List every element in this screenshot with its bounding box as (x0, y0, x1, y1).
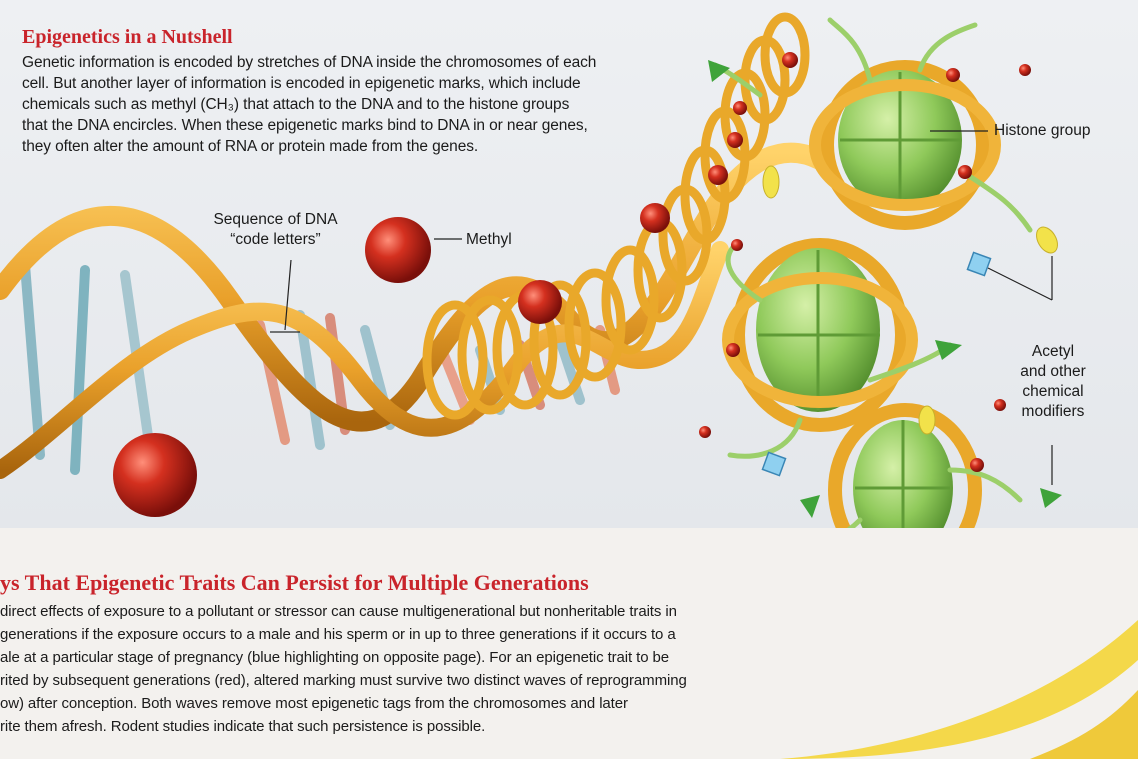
label-acetyl: Acetyl and other chemical modifiers (1008, 342, 1098, 422)
intro-line: chemicals such as methyl (CH₃) that atta… (22, 94, 642, 115)
methyl-ball (727, 132, 743, 148)
bottom-line: ow) after conception. Both waves remove … (0, 692, 770, 715)
methyl-ball (782, 52, 798, 68)
intro-paragraph: Genetic information is encoded by stretc… (22, 52, 642, 157)
methyl-ball (958, 165, 972, 179)
methyl-ball (733, 101, 747, 115)
label-methyl: Methyl (466, 230, 512, 250)
methyl-ball (970, 458, 984, 472)
methyl-ball (731, 239, 743, 251)
methyl-ball (640, 203, 670, 233)
methyl-ball (708, 165, 728, 185)
bottom-line: rited by subsequent generations (red), a… (0, 669, 770, 692)
illustration-panel: Epigenetics in a Nutshell Genetic inform… (0, 0, 1138, 528)
histone-group-middle (728, 245, 912, 425)
acetyl-ellipse (919, 406, 935, 434)
bottom-line: generations if the exposure occurs to a … (0, 623, 770, 646)
section-title: Epigenetics in a Nutshell (22, 26, 233, 49)
bottom-paragraph: direct effects of exposure to a pollutan… (0, 600, 770, 738)
modifier-cube (762, 452, 785, 475)
acetyl-ellipse (1032, 223, 1062, 256)
methyl-ball (994, 399, 1006, 411)
methyl-ball (726, 343, 740, 357)
bottom-line: ale at a particular stage of pregnancy (… (0, 646, 770, 669)
intro-line: they often alter the amount of RNA or pr… (22, 136, 642, 157)
methyl-ball (518, 280, 562, 324)
modifier-triangle (935, 340, 962, 360)
decorative-swoosh (780, 600, 1138, 759)
methyl-ball (113, 433, 197, 517)
methyl-ball (946, 68, 960, 82)
bottom-line: rite them afresh. Rodent studies indicat… (0, 715, 770, 738)
methyl-ball (365, 217, 431, 283)
modifier-cube (967, 252, 990, 275)
modifier-triangle (1040, 488, 1062, 508)
bottom-line: direct effects of exposure to a pollutan… (0, 600, 770, 623)
intro-line: that the DNA encircles. When these epige… (22, 115, 642, 136)
methyl-ball (699, 426, 711, 438)
histone-group-top (815, 67, 995, 223)
intro-line: cell. But another layer of information i… (22, 73, 642, 94)
methyl-ball (1019, 64, 1031, 76)
label-dna-sequence: Sequence of DNA “code letters” (198, 210, 353, 250)
label-histone-group: Histone group (994, 121, 1091, 141)
acetyl-ellipse (763, 166, 779, 198)
intro-line: Genetic information is encoded by stretc… (22, 52, 642, 73)
modifier-triangle (800, 495, 820, 518)
section-title-2: ys That Epigenetic Traits Can Persist fo… (0, 570, 589, 596)
